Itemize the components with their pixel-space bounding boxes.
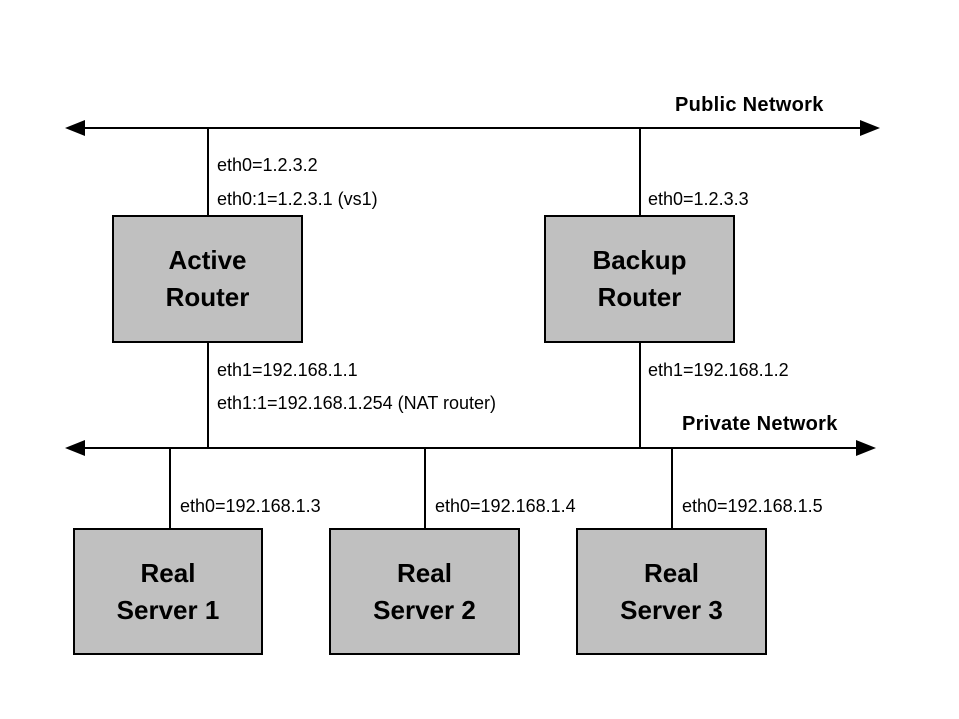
backup-router-name-line2: Router: [597, 282, 682, 312]
real-server-1-name-line2: Server 1: [116, 594, 220, 625]
active-router-node: Active Router: [112, 215, 303, 343]
active-router-name-line2: Router: [165, 282, 250, 312]
backup-router-public-link: [639, 128, 641, 215]
real-server-3-name-line2: Server 3: [620, 594, 723, 625]
active-router-eth0-label: eth0=1.2.3.2: [217, 155, 318, 175]
real-server-1-eth0-label: eth0=192.168.1.3: [180, 496, 321, 516]
backup-router-eth1-label: eth1=192.168.1.2: [648, 360, 789, 380]
real-server-3-link: [671, 448, 673, 528]
active-router-eth1-alias-label: eth1:1=192.168.1.254 (NAT router): [217, 393, 497, 413]
private-network-left-arrow-icon: [65, 440, 85, 456]
active-router-eth1-label: eth1=192.168.1.1: [217, 360, 358, 380]
real-server-3-eth0-label: eth0=192.168.1.5: [682, 496, 823, 516]
active-router-public-link: [207, 128, 209, 215]
real-server-2-node: Real Server 2: [329, 528, 520, 655]
public-network-left-arrow-icon: [65, 120, 85, 136]
private-network-label: Private Network: [682, 413, 838, 435]
real-server-1-name-line1: Real: [140, 557, 196, 588]
public-network-right-arrow-icon: [860, 120, 880, 136]
real-server-2-eth0-label: eth0=192.168.1.4: [435, 496, 576, 516]
backup-router-private-link: [639, 343, 641, 448]
backup-router-name-line1: Backup: [592, 245, 687, 275]
real-server-3-name-line1: Real: [644, 557, 699, 588]
real-server-2-name-line1: Real: [397, 557, 452, 588]
public-network-label: Public Network: [675, 94, 824, 116]
public-network-bus-line: [80, 127, 860, 129]
real-server-3-node: Real Server 3: [576, 528, 767, 655]
real-server-1-link: [169, 448, 171, 528]
backup-router-node: Backup Router: [544, 215, 735, 343]
private-network-bus-line: [80, 447, 856, 449]
real-server-2-link: [424, 448, 426, 528]
backup-router-eth0-label: eth0=1.2.3.3: [648, 189, 749, 209]
active-router-private-link: [207, 343, 209, 448]
real-server-2-name-line2: Server 2: [373, 594, 476, 625]
real-server-1-node: Real Server 1: [73, 528, 263, 655]
active-router-eth0-alias-label: eth0:1=1.2.3.1 (vs1): [217, 189, 378, 209]
active-router-name-line1: Active: [168, 245, 247, 275]
private-network-right-arrow-icon: [856, 440, 876, 456]
